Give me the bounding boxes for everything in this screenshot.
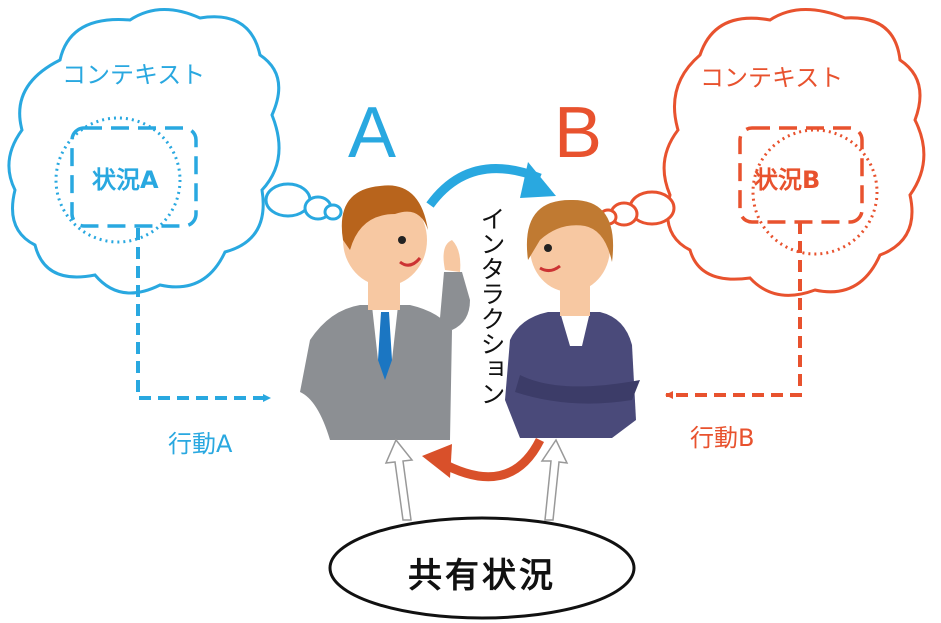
shared-situation-ellipse bbox=[328, 516, 636, 620]
context-b-label: コンテキスト bbox=[700, 64, 844, 92]
situation-b-dotted-circle bbox=[751, 128, 879, 256]
action-b-label: 行動B bbox=[690, 424, 755, 452]
person-a-letter: A bbox=[348, 93, 397, 173]
situation-b-label: 状況B bbox=[754, 166, 821, 194]
action-b-arrow bbox=[665, 222, 802, 399]
interaction-arrow-b-to-a bbox=[437, 437, 545, 482]
thought-cloud-a bbox=[7, 8, 281, 295]
action-a-label: 行動A bbox=[168, 430, 233, 458]
interaction-label: インタラクション bbox=[477, 206, 506, 406]
shared-situation-label: 共有状況 bbox=[408, 556, 556, 596]
situation-a-dotted-circle bbox=[54, 116, 182, 244]
interaction-arrow-a-to-b bbox=[426, 164, 542, 208]
person-b-letter: B bbox=[554, 93, 603, 173]
action-a-arrow bbox=[136, 228, 271, 402]
situation-a-label: 状況A bbox=[92, 166, 159, 194]
thought-bubbles-a bbox=[264, 182, 343, 221]
thought-bubbles-b bbox=[598, 190, 676, 227]
situation-a-box bbox=[70, 126, 198, 228]
interaction-arrow-b-to-a-head bbox=[422, 444, 452, 478]
shared-to-b-arrow bbox=[540, 438, 569, 521]
interaction-arrow-a-to-b-head bbox=[520, 162, 556, 198]
person-b-illustration bbox=[505, 199, 640, 438]
shared-to-a-arrow bbox=[384, 438, 414, 521]
context-a-label: コンテキスト bbox=[62, 61, 206, 89]
thought-cloud-b bbox=[662, 8, 926, 297]
person-a-illustration bbox=[300, 185, 470, 440]
